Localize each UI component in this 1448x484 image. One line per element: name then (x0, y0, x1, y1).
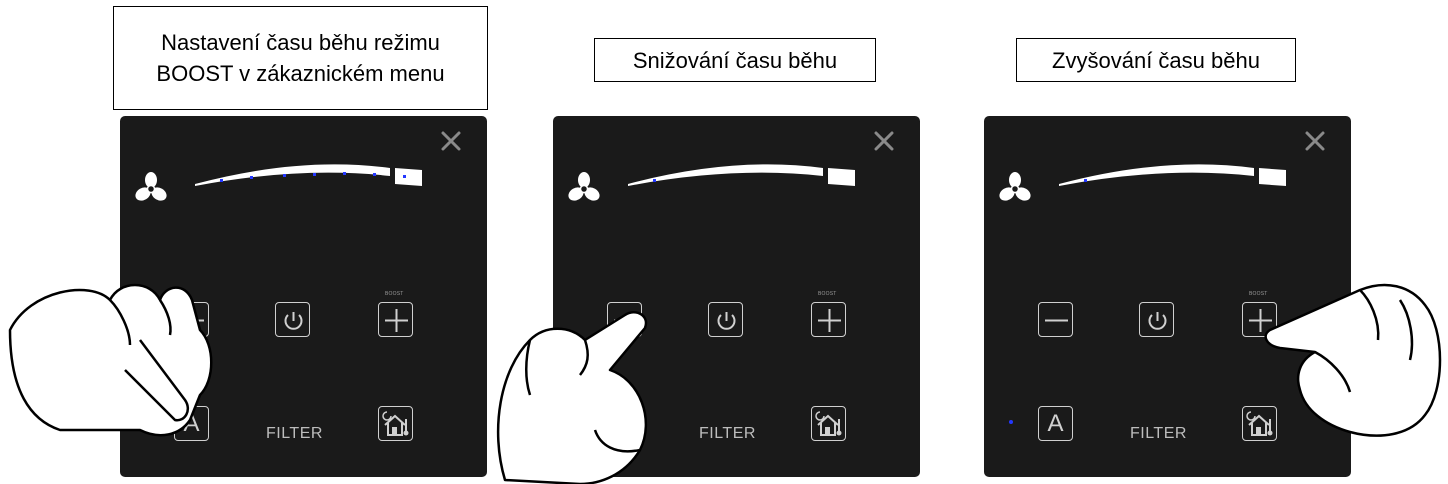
boost-label: BOOST (818, 291, 837, 297)
boost-label: BOOST (1249, 291, 1268, 297)
auto-label: A (183, 410, 199, 438)
status-led (1009, 420, 1013, 424)
minus-icon (175, 303, 210, 338)
power-icon (276, 303, 311, 338)
power-icon (709, 303, 744, 338)
caption-decrease: Snižování času běhu (594, 38, 876, 82)
filter-label: FILTER (266, 425, 323, 443)
house-thermometer-icon (1243, 407, 1278, 442)
plus-button[interactable] (378, 302, 413, 337)
scale-ticks (653, 179, 656, 182)
status-led (145, 420, 149, 424)
auto-button[interactable]: A (607, 406, 642, 441)
caption-increase: Zvyšování času běhu (1016, 38, 1296, 82)
caption-set-boost: Nastavení času běhu režimu BOOST v zákaz… (113, 6, 488, 110)
speed-scale (984, 116, 1351, 236)
minus-button[interactable] (607, 302, 642, 337)
plus-button[interactable] (1242, 302, 1277, 337)
speed-scale (553, 116, 920, 236)
auto-button[interactable]: A (1038, 406, 1073, 441)
power-icon (1140, 303, 1175, 338)
speed-scale (120, 116, 487, 236)
power-button[interactable] (708, 302, 743, 337)
house-thermometer-icon (812, 407, 847, 442)
night-house-button[interactable] (811, 406, 846, 441)
filter-label: FILTER (1130, 425, 1187, 443)
auto-button[interactable]: A (174, 406, 209, 441)
control-panel-set-boost: BOOST A FILTER (120, 116, 487, 477)
house-thermometer-icon (379, 407, 414, 442)
minus-icon (1039, 303, 1074, 338)
night-house-button[interactable] (1242, 406, 1277, 441)
control-panel-increase: BOOST A FILTER (984, 116, 1351, 477)
boost-label: BOOST (385, 291, 404, 297)
power-button[interactable] (275, 302, 310, 337)
plus-icon (1243, 303, 1278, 338)
minus-icon (608, 303, 643, 338)
power-button[interactable] (1139, 302, 1174, 337)
control-panel-decrease: BOOST A FILTER (553, 116, 920, 477)
plus-icon (812, 303, 847, 338)
auto-label: A (1047, 410, 1063, 438)
filter-label: FILTER (699, 425, 756, 443)
minus-button[interactable] (1038, 302, 1073, 337)
scale-ticks (1084, 179, 1087, 182)
night-house-button[interactable] (378, 406, 413, 441)
auto-label: A (616, 410, 632, 438)
minus-button[interactable] (174, 302, 209, 337)
caption-increase-text: Zvyšování času běhu (1052, 45, 1260, 76)
caption-decrease-text: Snižování času běhu (633, 45, 837, 76)
caption-set-boost-text: Nastavení času běhu režimu BOOST v zákaz… (124, 27, 477, 89)
plus-icon (379, 303, 414, 338)
plus-button[interactable] (811, 302, 846, 337)
